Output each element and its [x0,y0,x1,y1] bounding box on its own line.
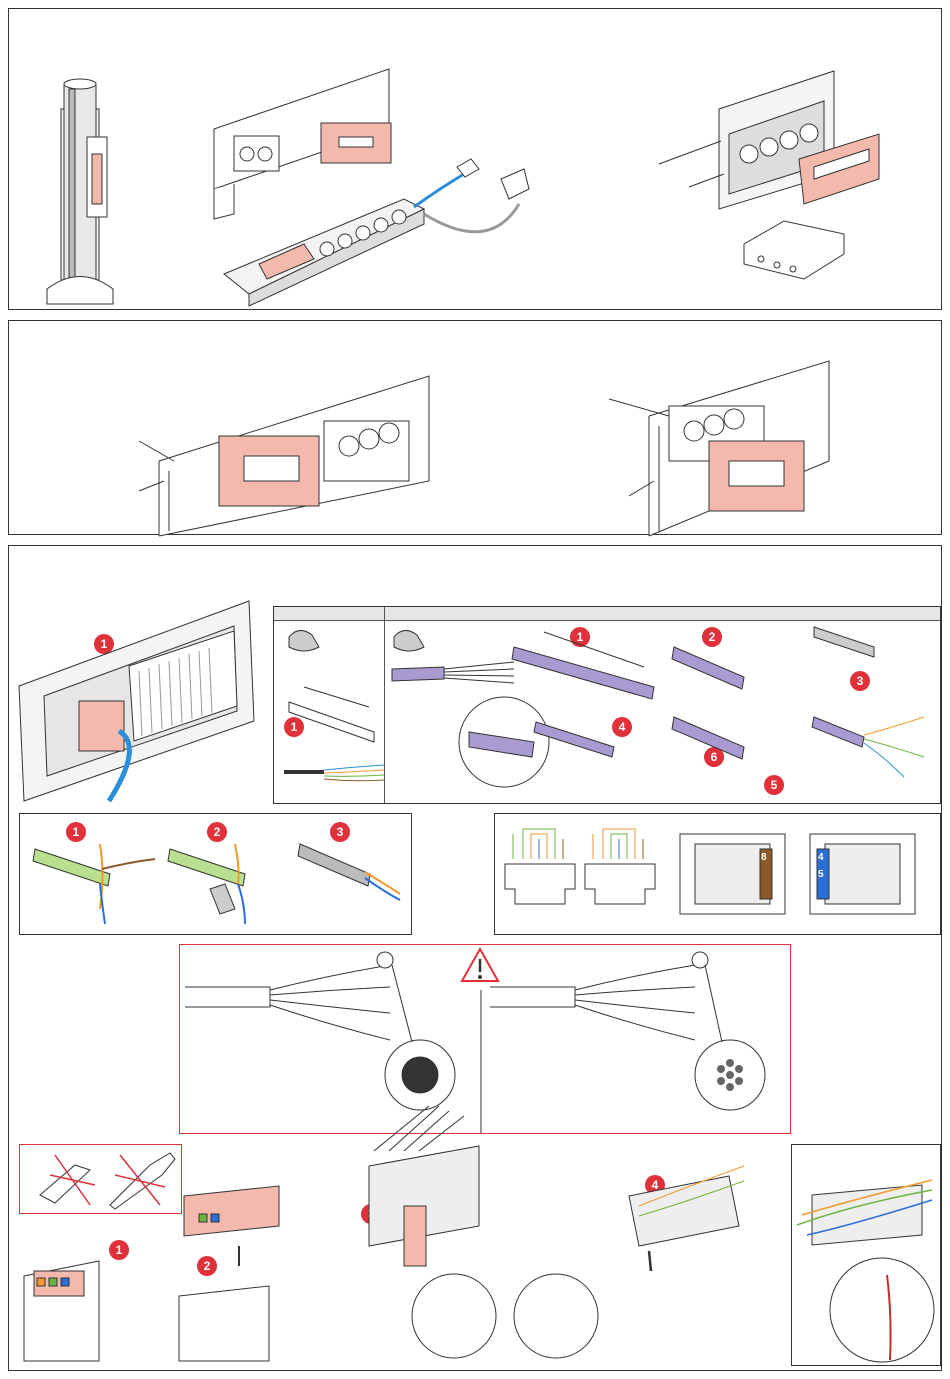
trunking-mount-illustration [9,321,943,536]
step-badge-final-4: 4 [645,1175,665,1195]
trunking-illustration [214,69,391,219]
trunking-panel [8,320,942,535]
step-badge-final-1: 1 [109,1240,129,1260]
warning-box [179,944,791,1134]
pair-prep-illustration [20,814,413,936]
tools-warning-box [19,1144,182,1214]
stripping-table: 1 1 2 3 4 5 6 [273,606,941,804]
pinout-illustration [495,814,942,936]
overview-panel [8,8,942,310]
warning-illustration [180,945,792,1135]
no-torx-tool-icon [40,1155,95,1205]
wiring-panel: 1 1 1 2 3 4 5 6 [8,545,942,1371]
pinout-box: 8 4 5 [494,813,941,935]
final-detail-box [791,1144,941,1366]
pair-prep-box: 1 2 3 [19,813,412,935]
flush-box-illustration [659,71,879,279]
pin-label-5: 5 [818,869,824,880]
pin-label-8: 8 [761,852,767,863]
trunking-left [139,376,429,536]
step-badge-final-3: 3 [361,1204,381,1224]
column-illustration [47,79,113,304]
tools-illustration [20,1145,183,1215]
overview-illustration [9,9,943,311]
trunking-right [609,361,829,536]
final-detail-illustration [792,1145,942,1367]
step-badge-final-2: 2 [197,1256,217,1276]
pin-label-4: 4 [818,852,824,863]
no-screwdriver-icon [110,1153,175,1209]
wall-plate-illustration [9,546,269,806]
power-strip-illustration [224,159,529,306]
stripping-illustration [274,607,942,805]
